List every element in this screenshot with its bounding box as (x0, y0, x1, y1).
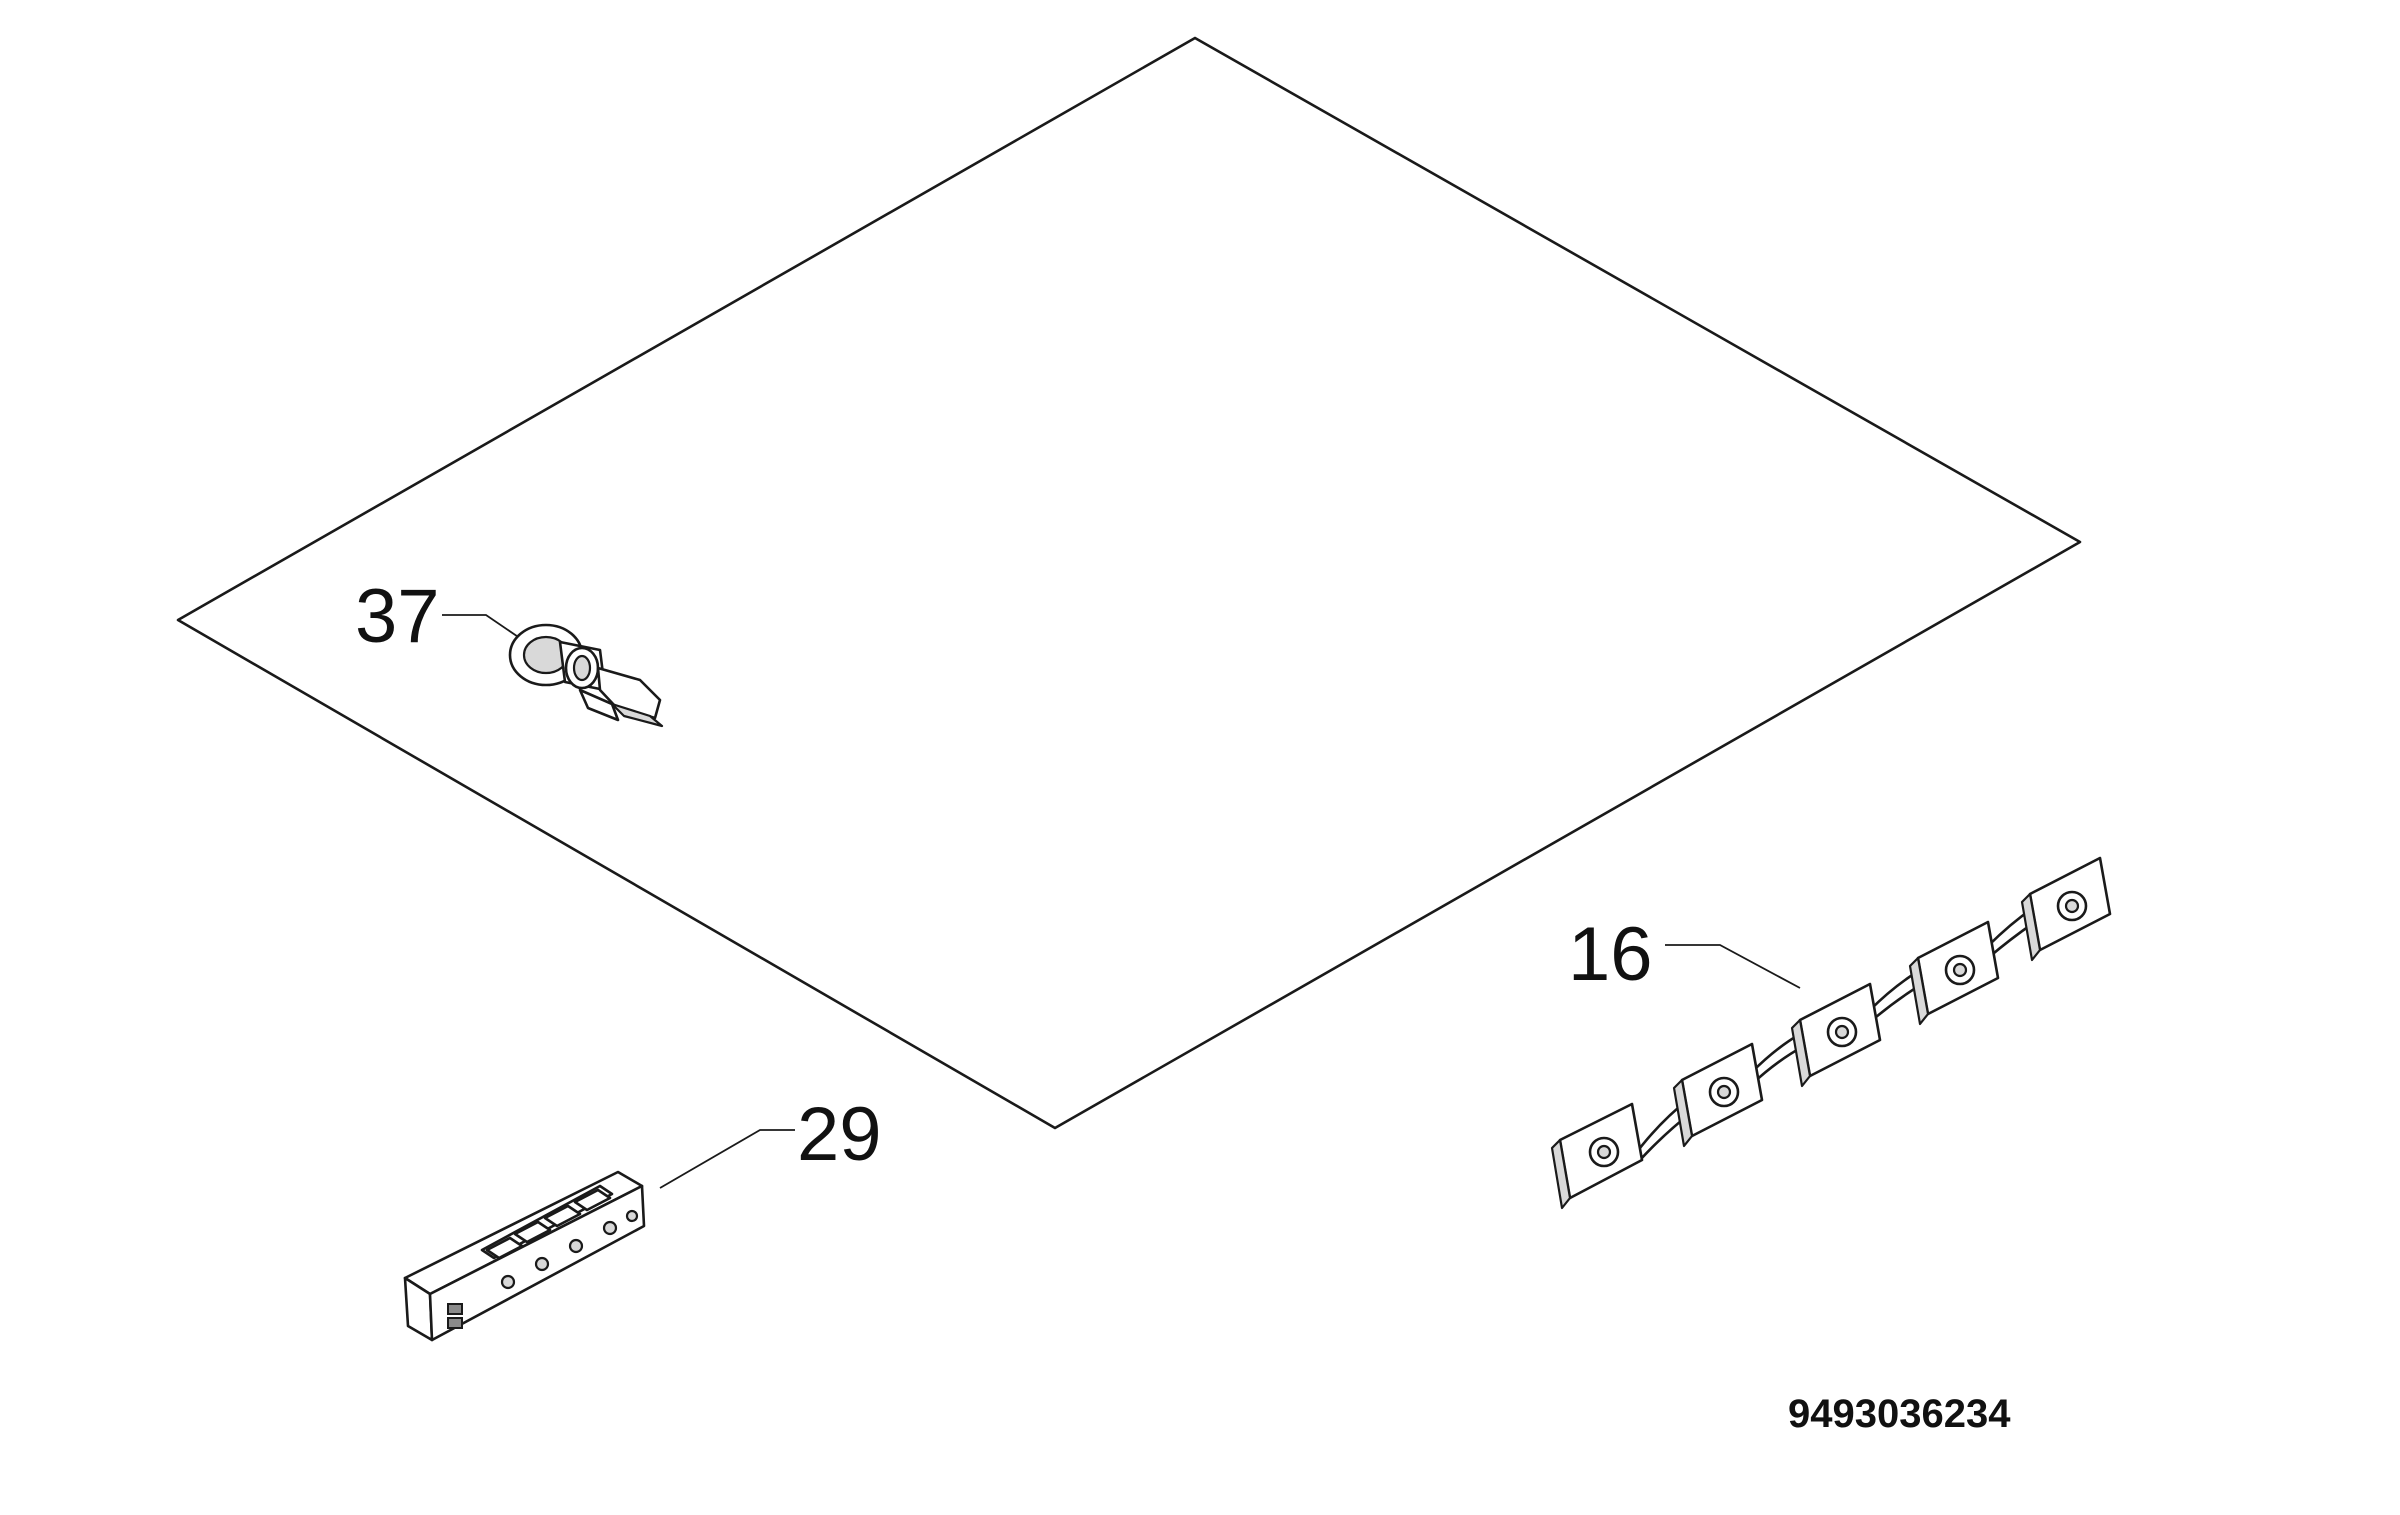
callout-16: 16 (1568, 912, 1653, 997)
part-16-element-chain (1550, 856, 2112, 1210)
callout-29: 29 (797, 1092, 882, 1177)
leader-line-37 (442, 614, 531, 646)
leader-line-16 (1665, 944, 1801, 989)
callout-37: 37 (355, 574, 440, 659)
part-37-lamp-holder (442, 614, 664, 728)
part-29-terminal-block (403, 1129, 795, 1342)
document-number: 9493036234 (1788, 1392, 2011, 1436)
panel-outline (176, 36, 2082, 1130)
leader-line-29 (659, 1129, 795, 1189)
